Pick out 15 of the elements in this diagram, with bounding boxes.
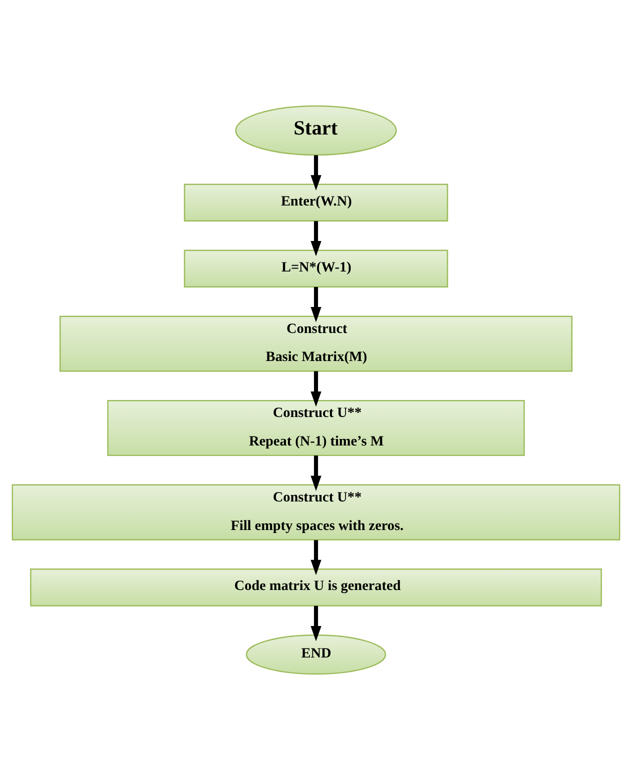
node-ellipse: END: [246, 634, 386, 675]
arrow: [310, 371, 322, 407]
node-box: Code matrix U is generated: [30, 568, 602, 606]
arrow: [310, 540, 322, 576]
node-box: Construct U** Repeat (N-1) time’s M: [107, 400, 525, 456]
arrow: [310, 221, 322, 256]
node-box: Construct Basic Matrix(M): [60, 316, 572, 372]
arrow: [310, 606, 322, 642]
arrow: [310, 155, 322, 190]
arrow: [310, 456, 322, 491]
node-box: L=N*(W-1): [184, 250, 448, 288]
node-box: Enter(W.N): [184, 184, 448, 222]
node-box: Construct U** Fill empty spaces with zeros.: [12, 484, 620, 540]
arrow: [310, 286, 322, 322]
node-ellipse: Start: [235, 105, 397, 156]
